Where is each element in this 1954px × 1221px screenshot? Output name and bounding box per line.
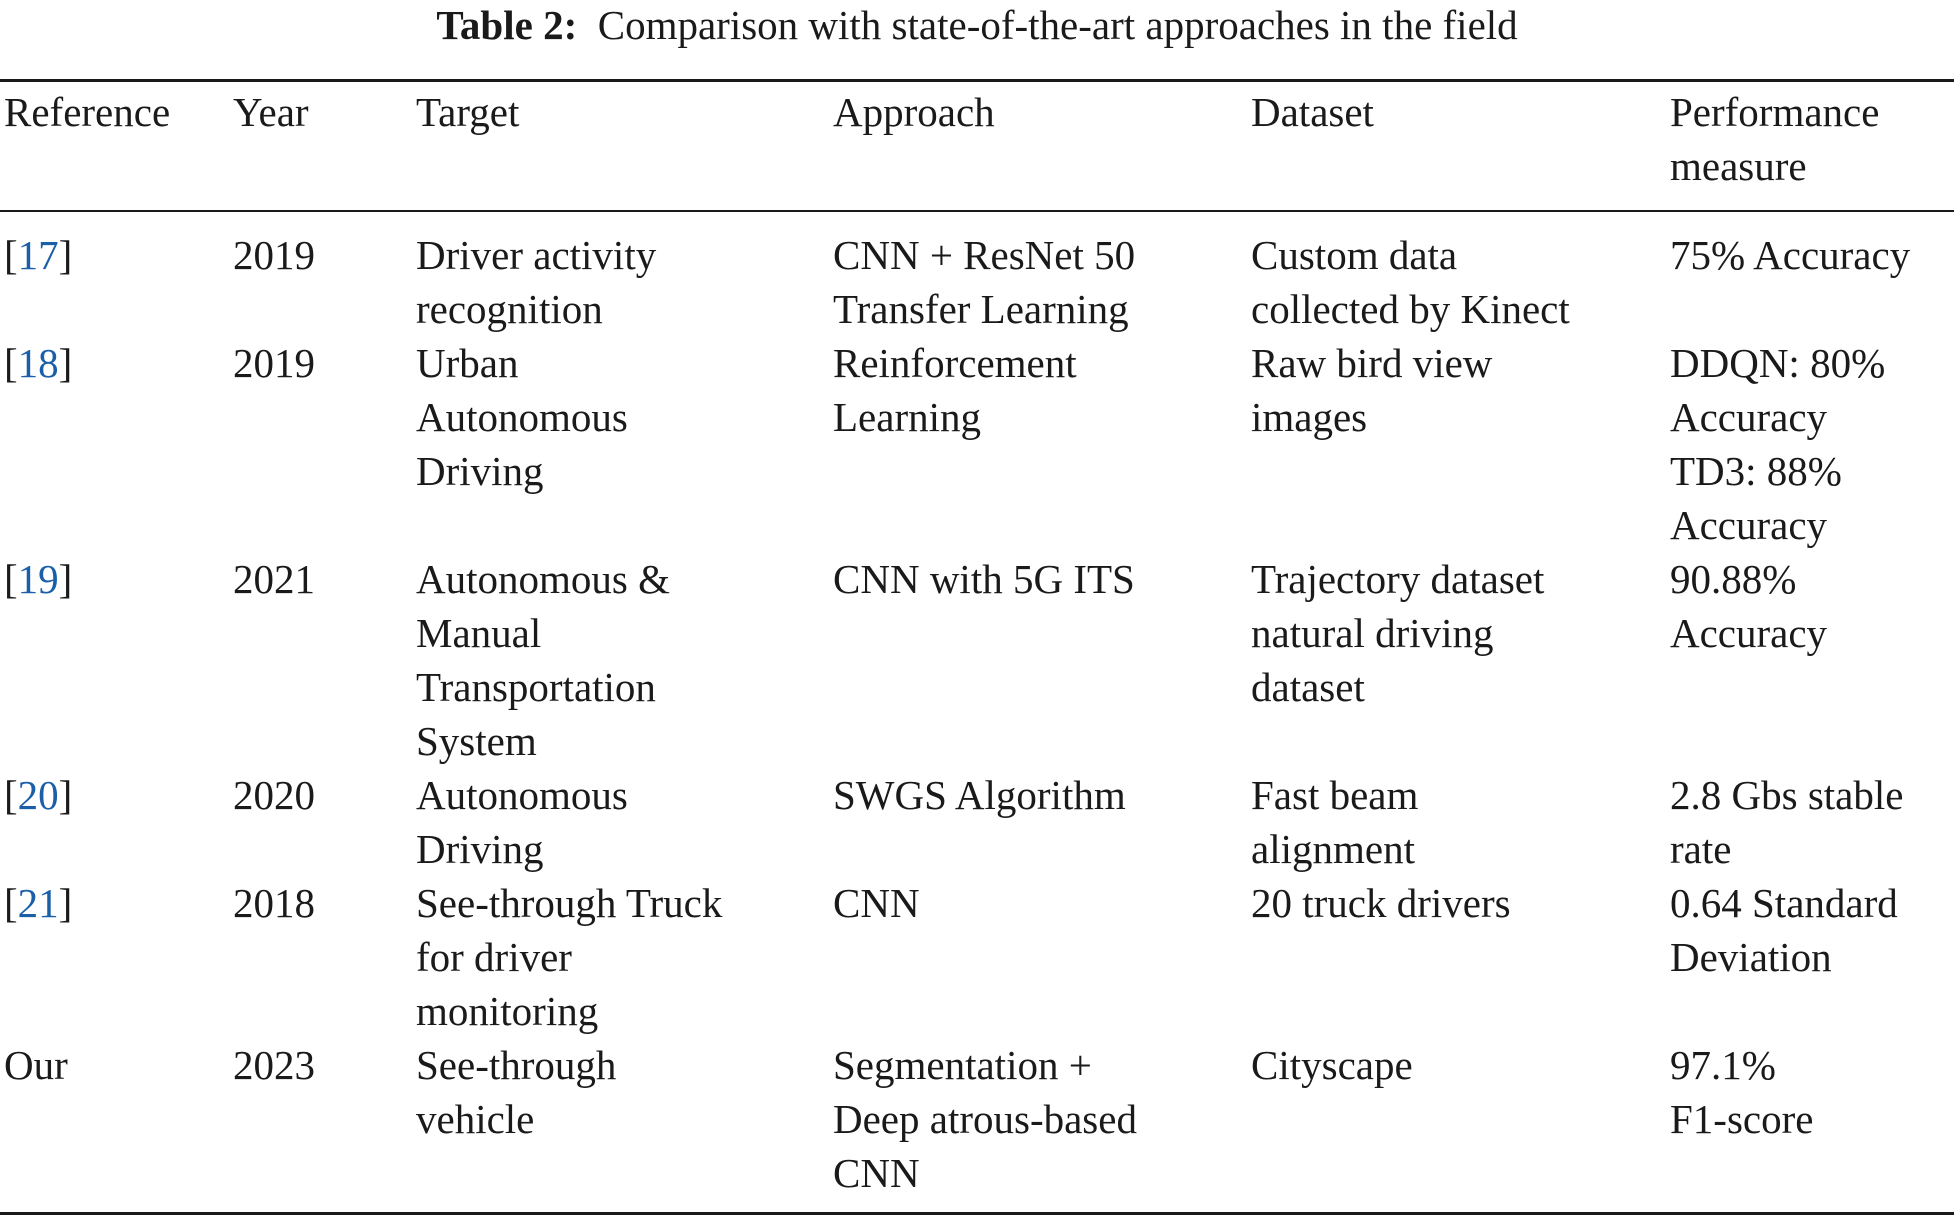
performance-cell: 90.88% Accuracy bbox=[1670, 556, 1828, 656]
approach-cell: CNN with 5G ITS bbox=[833, 556, 1135, 602]
reference-cell: [18] bbox=[4, 340, 73, 386]
approach-cell: Reinforcement Learning bbox=[833, 340, 1077, 440]
year-cell: 2023 bbox=[233, 1042, 315, 1088]
table-caption-label: Table 2: bbox=[436, 2, 578, 48]
approach-cell: CNN bbox=[833, 880, 920, 926]
reference-link[interactable]: 17 bbox=[17, 232, 59, 278]
table-caption-text: Comparison with state-of-the-art approac… bbox=[597, 2, 1518, 48]
performance-cell: DDQN: 80% Accuracy TD3: 88% Accuracy bbox=[1670, 340, 1886, 548]
header-dataset: Dataset bbox=[1251, 89, 1374, 135]
table-bottom-rule bbox=[0, 1212, 1954, 1215]
performance-cell: 97.1% F1-score bbox=[1670, 1042, 1814, 1142]
reference-cell: [20] bbox=[4, 772, 73, 818]
target-cell: Autonomous & Manual Transportation Syste… bbox=[416, 556, 670, 764]
reference-link[interactable]: 19 bbox=[17, 556, 59, 602]
reference-cell: Our bbox=[4, 1042, 68, 1088]
reference-link[interactable]: 20 bbox=[17, 772, 59, 818]
performance-cell: 75% Accuracy bbox=[1670, 232, 1911, 278]
header-approach: Approach bbox=[833, 89, 995, 135]
year-cell: 2020 bbox=[233, 772, 315, 818]
reference-cell: [19] bbox=[4, 556, 73, 602]
header-year: Year bbox=[233, 89, 309, 135]
dataset-cell: 20 truck drivers bbox=[1251, 880, 1511, 926]
approach-cell: SWGS Algorithm bbox=[833, 772, 1126, 818]
target-cell: Autonomous Driving bbox=[416, 772, 628, 872]
reference-link[interactable]: 18 bbox=[17, 340, 59, 386]
approach-cell: Segmentation + Deep atrous-based CNN bbox=[833, 1042, 1137, 1196]
header-performance-measure: Performance measure bbox=[1670, 89, 1880, 189]
dataset-cell: Custom data collected by Kinect bbox=[1251, 232, 1570, 332]
reference-cell: [21] bbox=[4, 880, 73, 926]
target-cell: See-through vehicle bbox=[416, 1042, 617, 1142]
reference-link[interactable]: 21 bbox=[17, 880, 59, 926]
header-reference: Reference bbox=[4, 89, 171, 135]
year-cell: 2019 bbox=[233, 232, 315, 278]
year-cell: 2019 bbox=[233, 340, 315, 386]
year-cell: 2018 bbox=[233, 880, 315, 926]
dataset-cell: Fast beam alignment bbox=[1251, 772, 1419, 872]
dataset-cell: Trajectory dataset natural driving datas… bbox=[1251, 556, 1545, 710]
table-header-rule bbox=[0, 210, 1954, 212]
header-target: Target bbox=[416, 89, 520, 135]
dataset-cell: Cityscape bbox=[1251, 1042, 1413, 1088]
target-cell: See-through Truck for driver monitoring bbox=[416, 880, 723, 1034]
target-cell: Urban Autonomous Driving bbox=[416, 340, 628, 494]
dataset-cell: Raw bird view images bbox=[1251, 340, 1493, 440]
performance-cell: 0.64 Standard Deviation bbox=[1670, 880, 1898, 980]
table-top-rule bbox=[0, 79, 1954, 82]
table-caption: Table 2: Comparison with state-of-the-ar… bbox=[0, 2, 1954, 48]
reference-cell: [17] bbox=[4, 232, 73, 278]
year-cell: 2021 bbox=[233, 556, 315, 602]
performance-cell: 2.8 Gbs stable rate bbox=[1670, 772, 1904, 872]
target-cell: Driver activity recognition bbox=[416, 232, 657, 332]
approach-cell: CNN + ResNet 50 Transfer Learning bbox=[833, 232, 1136, 332]
